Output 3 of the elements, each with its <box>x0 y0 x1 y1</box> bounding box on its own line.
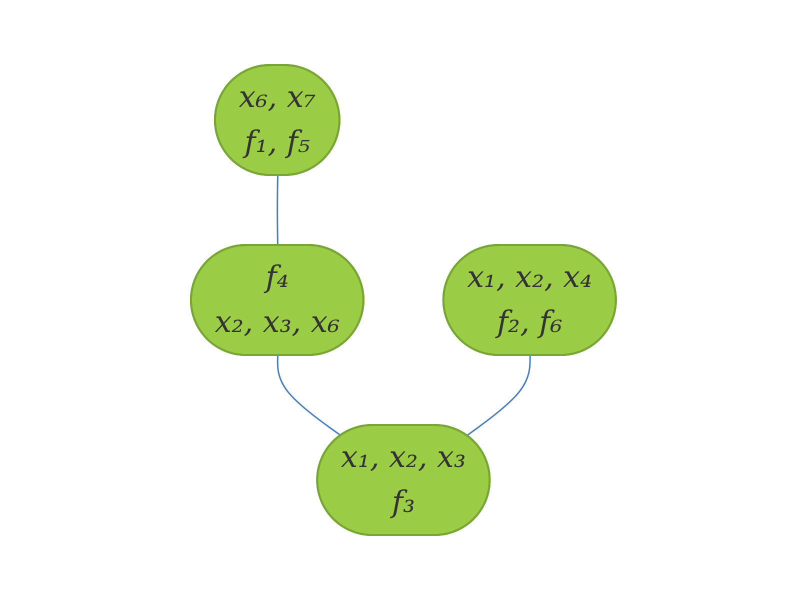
connector <box>276 175 279 246</box>
connector <box>466 355 531 436</box>
connector <box>276 355 342 436</box>
